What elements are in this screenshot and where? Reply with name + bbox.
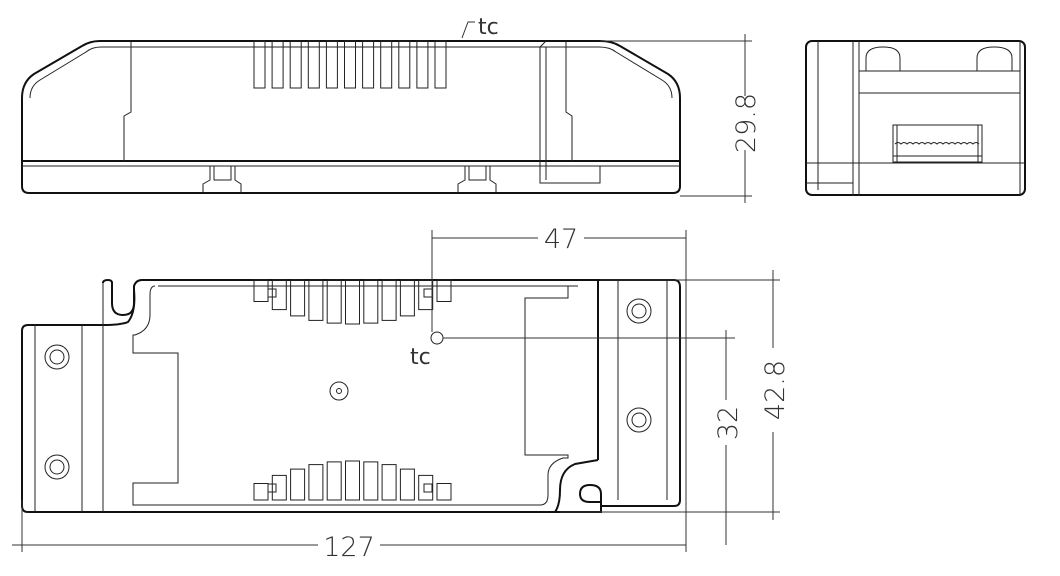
- height-dimension-29-8: 29.8: [731, 93, 762, 153]
- side-view: tc 29.8: [21, 15, 762, 203]
- fin-screw: [423, 288, 433, 298]
- bottom-fin: [363, 461, 379, 501]
- bottom-fin: [399, 468, 415, 501]
- top-fin: [436, 279, 452, 302]
- tc-label-top: tc: [410, 345, 431, 370]
- top-fins: [253, 279, 452, 501]
- mounting-holes: [44, 298, 652, 480]
- width-dimension-42-8: 42.8: [760, 360, 791, 420]
- top-fin: [399, 279, 415, 317]
- top-fin: [290, 279, 306, 317]
- tc-offset-dimension-47: 47: [544, 224, 578, 255]
- fin-screw: [423, 483, 433, 493]
- side-fin: [271, 40, 284, 89]
- tc-point: [430, 331, 444, 345]
- side-fin: [307, 40, 320, 89]
- top-fin: [345, 279, 360, 325]
- top-fin: [308, 279, 324, 321]
- side-fin: [362, 40, 375, 89]
- side-fin: [380, 40, 393, 89]
- side-fin: [398, 40, 411, 89]
- bottom-fin: [271, 474, 287, 501]
- bottom-fin: [253, 483, 269, 501]
- fin-screw: [267, 483, 277, 493]
- end-view: [805, 40, 1026, 196]
- fin-screw: [267, 288, 277, 298]
- top-fin: [418, 279, 434, 311]
- top-fin: [363, 279, 379, 324]
- top-view: tc 47 32 42.8 127: [12, 224, 791, 563]
- bottom-fin: [308, 464, 324, 501]
- bottom-fin: [436, 483, 452, 501]
- bottom-fin: [290, 468, 306, 501]
- length-dimension-127: 127: [323, 532, 375, 563]
- bottom-fin: [345, 460, 360, 501]
- side-fin: [289, 40, 302, 89]
- center-mark: [329, 381, 349, 401]
- top-fin: [253, 279, 269, 302]
- bottom-fin: [418, 474, 434, 501]
- top-fin: [381, 279, 397, 321]
- side-fins: [253, 40, 447, 89]
- tc-label-side: tc: [478, 15, 499, 40]
- top-fin: [326, 279, 342, 324]
- tc-height-dimension-32: 32: [713, 406, 744, 440]
- bottom-fin: [381, 464, 397, 501]
- side-fin: [344, 40, 356, 89]
- side-fin: [253, 40, 266, 89]
- side-fin: [325, 40, 338, 89]
- bottom-fin: [326, 461, 342, 501]
- side-fin: [434, 40, 447, 89]
- top-fin: [271, 279, 287, 311]
- side-fin: [416, 40, 429, 89]
